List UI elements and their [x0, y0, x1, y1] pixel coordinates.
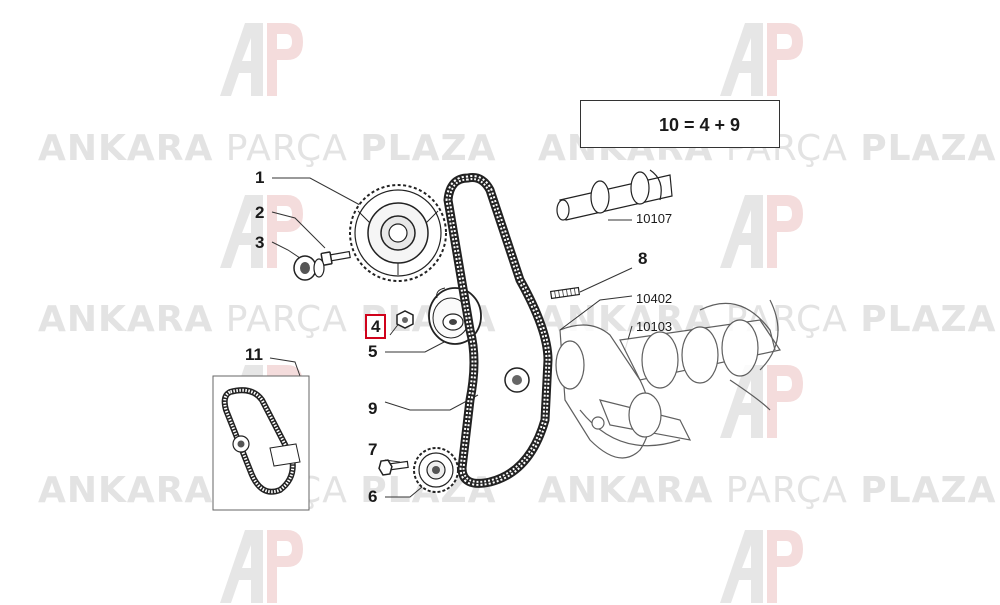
callout-4-highlighted[interactable]: 4 — [365, 314, 387, 339]
inset-belt-kit-11 — [212, 375, 310, 511]
callout-7[interactable]: 7 — [368, 440, 378, 459]
crankshaft-gear-6 — [413, 447, 459, 493]
timing-belt-9 — [443, 173, 553, 488]
callout-2[interactable]: 2 — [255, 203, 265, 222]
callout-11[interactable]: 11 — [245, 345, 263, 364]
watermark-text: ANKARA PARÇA PLAZA — [538, 470, 997, 511]
stud-8 — [549, 286, 581, 300]
crankshaft-10103 — [555, 299, 781, 459]
callout-1[interactable]: 1 — [255, 168, 265, 187]
watermark-logo — [220, 530, 303, 603]
watermark-logo — [720, 23, 803, 96]
nut-4 — [396, 310, 414, 329]
watermark-logo — [220, 23, 303, 96]
watermark-logo — [720, 365, 803, 438]
callout-10402[interactable]: 10402 — [636, 291, 673, 306]
kit-formula: 10 = 4 + 9 — [659, 115, 741, 135]
camshaft-pulley — [349, 184, 447, 282]
callout-10107[interactable]: 10107 — [636, 211, 673, 226]
idler-pulley — [504, 367, 530, 393]
callout-10103[interactable]: 10103 — [636, 319, 673, 334]
watermark-logo — [720, 530, 803, 603]
callout-5[interactable]: 5 — [368, 342, 378, 361]
leader-lines — [269, 177, 633, 498]
callout-6[interactable]: 6 — [368, 487, 378, 506]
watermark-logo — [720, 195, 803, 268]
kit-formula-box: 10 = 4 + 9 — [580, 100, 780, 148]
watermark-text: ANKARA PARÇA PLAZA — [38, 128, 497, 169]
callout-9[interactable]: 9 — [368, 399, 378, 418]
washer-3 — [293, 255, 325, 281]
callout-3[interactable]: 3 — [255, 233, 265, 252]
bolt-7 — [378, 459, 409, 476]
callout-8[interactable]: 8 — [638, 249, 648, 268]
bolt-2 — [320, 250, 351, 266]
camshaft-10107 — [556, 169, 673, 221]
